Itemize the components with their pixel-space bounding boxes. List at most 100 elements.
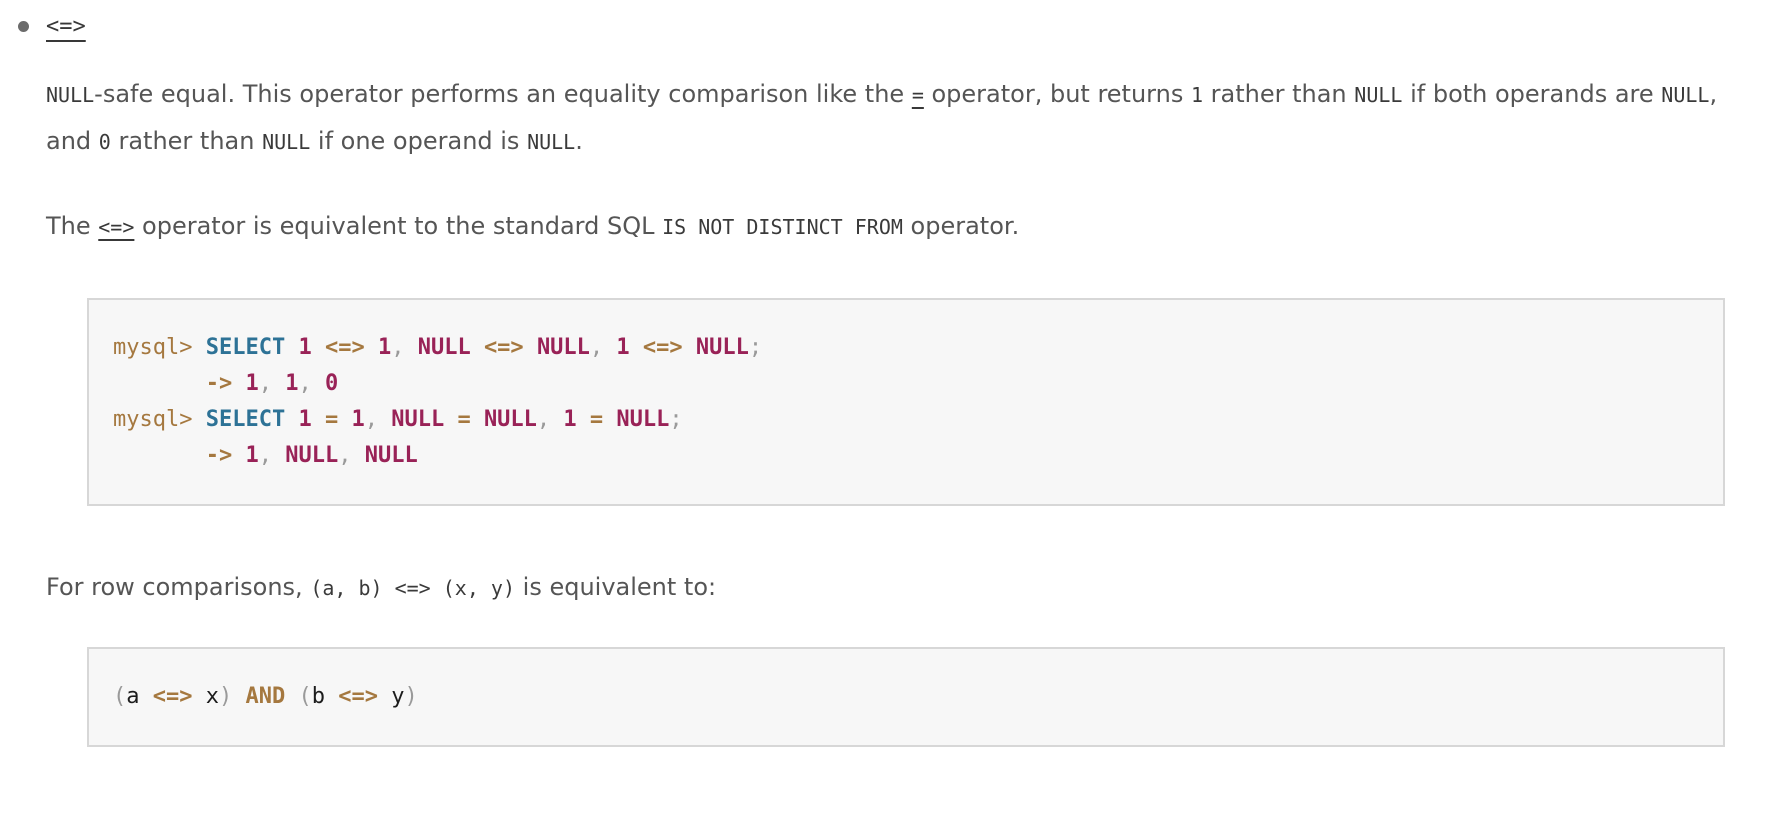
code-token-pl [550,407,563,432]
code-token-pl [365,335,378,360]
code-token-lit: NULL [483,407,537,432]
code-token-pun: , [391,335,405,360]
code-token-pl [232,684,245,709]
code-token-kw: SELECT [205,335,286,360]
code-token-lit: NULL [391,407,445,432]
code-token-op: <=> [324,335,365,360]
code-token-kw: SELECT [205,407,286,432]
inline-code: NULL [527,130,576,154]
code-token-pl [683,335,696,360]
code-token-op: <=> [152,684,193,709]
code-token-pun: , [536,407,551,432]
code-token-op: = [589,407,604,432]
doc-page: <=> NULL-safe equal. This operator perfo… [0,14,1776,747]
code-token-pl [285,684,298,709]
code-token-id: x [205,684,219,709]
code-token-op: -> [205,371,233,396]
code-token-lit: 1 [351,407,365,432]
code-token-pl [113,443,206,468]
inline-code: NULL [262,130,311,154]
code-token-id: b [311,684,325,709]
code-token-pl [351,443,364,468]
code-token-op: <=> [642,335,683,360]
code-token-pl [232,443,245,468]
inline-code: NULL [46,83,95,107]
code-token-pun: ( [113,684,127,709]
code-token-pl [378,407,391,432]
text-run: , and [46,80,1718,155]
code-token-pl [630,335,643,360]
text-run: is equivalent to: [515,573,717,601]
code-token-pl [272,443,285,468]
paragraph-row-comparisons: For row comparisons, (a, b) <=> (x, y) i… [46,564,1726,611]
code-token-pun: , [338,443,352,468]
code-token-pl [312,371,325,396]
null-safe-equal-operator-link[interactable]: <=> [46,14,86,39]
code-line: -> 1, 1, 0 [113,366,1699,402]
code-token-pl [471,407,484,432]
text-run: -safe equal. This operator performs an e… [94,80,912,108]
inline-operator-link[interactable]: <=> [98,215,135,239]
code-line: mysql> SELECT 1 = 1, NULL = NULL, 1 = NU… [113,402,1699,438]
code-line: (a <=> x) AND (b <=> y) [113,679,1699,715]
code-token-pun: ) [404,684,418,709]
code-token-prompt: mysql> [113,335,206,360]
text-run: if one operand is [310,127,528,155]
text-run: The [46,212,99,240]
code-token-op: AND [245,684,286,709]
code-token-lit: 0 [324,371,339,396]
text-run: operator, but returns [923,80,1191,108]
code-token-pl [378,684,391,709]
code-token-id: y [391,684,405,709]
list-item-null-safe-operator: <=> [18,14,1730,39]
code-token-lit: 1 [616,335,630,360]
text-run: operator. [902,212,1020,240]
code-token-lit: 1 [377,335,392,360]
code-token-op: <=> [483,335,524,360]
text-run: rather than [110,127,263,155]
code-token-pl [193,684,206,709]
code-token-lit: NULL [364,443,418,468]
inline-code: IS NOT DISTINCT FROM [662,215,903,239]
inline-operator-link[interactable]: = [911,83,924,107]
code-line: -> 1, NULL, NULL [113,438,1699,474]
code-token-op: = [324,407,339,432]
code-token-pl [232,371,245,396]
code-token-pl [325,684,338,709]
text-run: For row comparisons, [46,573,311,601]
code-token-pl [338,407,351,432]
code-token-lit: NULL [536,335,590,360]
text-run: . [575,127,583,155]
code-token-pun: , [589,335,604,360]
code-block-select-examples: mysql> SELECT 1 <=> 1, NULL <=> NULL, 1 … [87,298,1725,506]
text-run: operator is equivalent to the standard S… [134,212,663,240]
code-token-lit: 1 [298,335,312,360]
code-token-id: a [126,684,140,709]
code-token-pl [444,407,457,432]
code-token-pl [272,371,285,396]
text-run: rather than [1203,80,1355,108]
code-block-row-equivalent: (a <=> x) AND (b <=> y) [87,647,1725,747]
code-token-pl [140,684,153,709]
code-token-pun: , [258,371,272,396]
code-token-pl [577,407,590,432]
code-token-op: -> [205,443,233,468]
code-token-pl [312,335,325,360]
code-token-pun: ; [669,407,683,432]
code-token-lit: 1 [298,407,312,432]
code-token-prompt: mysql> [113,407,206,432]
text-run: if both operands are [1402,80,1662,108]
code-token-lit: NULL [417,335,471,360]
code-token-pl [471,335,484,360]
code-token-pun: ) [219,684,233,709]
code-token-op: <=> [338,684,378,709]
bullet-icon [18,21,29,32]
code-token-lit: 1 [285,371,299,396]
code-token-lit: 1 [245,371,259,396]
inline-code: (a, b) <=> (x, y) [310,576,516,600]
code-token-lit: NULL [616,407,670,432]
code-token-op: = [457,407,471,432]
code-token-pun: ( [298,684,312,709]
code-token-lit: 1 [563,407,577,432]
code-token-pun: , [298,371,312,396]
